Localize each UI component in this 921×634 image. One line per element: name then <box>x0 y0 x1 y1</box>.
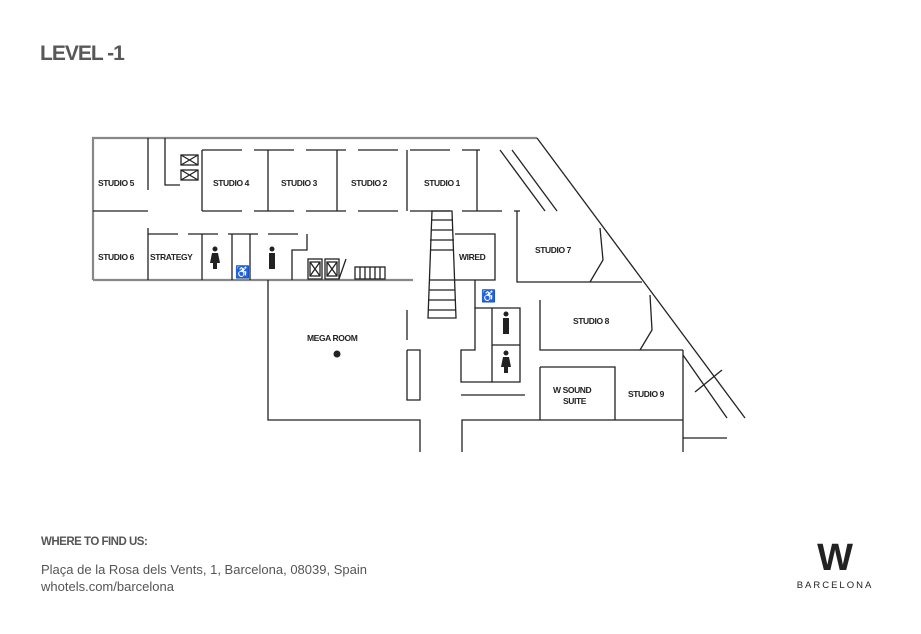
room-studio-3: STUDIO 3 <box>281 178 318 188</box>
room-studio-6: STUDIO 6 <box>98 252 135 262</box>
room-studio-4: STUDIO 4 <box>213 178 250 188</box>
male-restroom-icon <box>269 246 275 269</box>
room-mega-room: MEGA ROOM <box>307 333 358 343</box>
where-to-find-heading: WHERE TO FIND US: <box>41 536 148 548</box>
male-restroom-icon <box>503 311 509 334</box>
room-studio-9: STUDIO 9 <box>628 389 665 399</box>
room-studio-1: STUDIO 1 <box>424 178 461 188</box>
room-studio-8: STUDIO 8 <box>573 316 610 326</box>
room-studio-5: STUDIO 5 <box>98 178 135 188</box>
room-labels: STUDIO 5 STUDIO 4 STUDIO 3 STUDIO 2 STUD… <box>98 178 665 406</box>
website-link[interactable]: whotels.com/barcelona <box>41 579 174 594</box>
wheelchair-icon: ♿ <box>481 289 496 303</box>
wheelchair-icon: ♿ <box>235 265 250 279</box>
female-restroom-icon <box>210 246 220 269</box>
contact-info: Plaça de la Rosa dels Vents, 1, Barcelon… <box>41 561 367 595</box>
room-wired: WIRED <box>459 252 486 262</box>
room-w-sound-suite: W SOUND <box>553 385 592 395</box>
logo-city: BARCELONA <box>796 580 874 591</box>
logo-mark: W <box>817 537 853 579</box>
room-strategy: STRATEGY <box>150 252 193 262</box>
walls <box>91 136 746 452</box>
level-title: LEVEL -1 <box>40 42 125 65</box>
room-w-sound-suite-line2: SUITE <box>563 396 587 406</box>
female-restroom-icon <box>501 350 511 373</box>
room-studio-7: STUDIO 7 <box>535 245 572 255</box>
room-studio-2: STUDIO 2 <box>351 178 388 188</box>
elevator-icon <box>309 261 338 277</box>
icons: ♿ ♿ <box>210 246 511 373</box>
w-barcelona-logo: W BARCELONA <box>790 537 880 591</box>
address: Plaça de la Rosa dels Vents, 1, Barcelon… <box>41 562 367 577</box>
